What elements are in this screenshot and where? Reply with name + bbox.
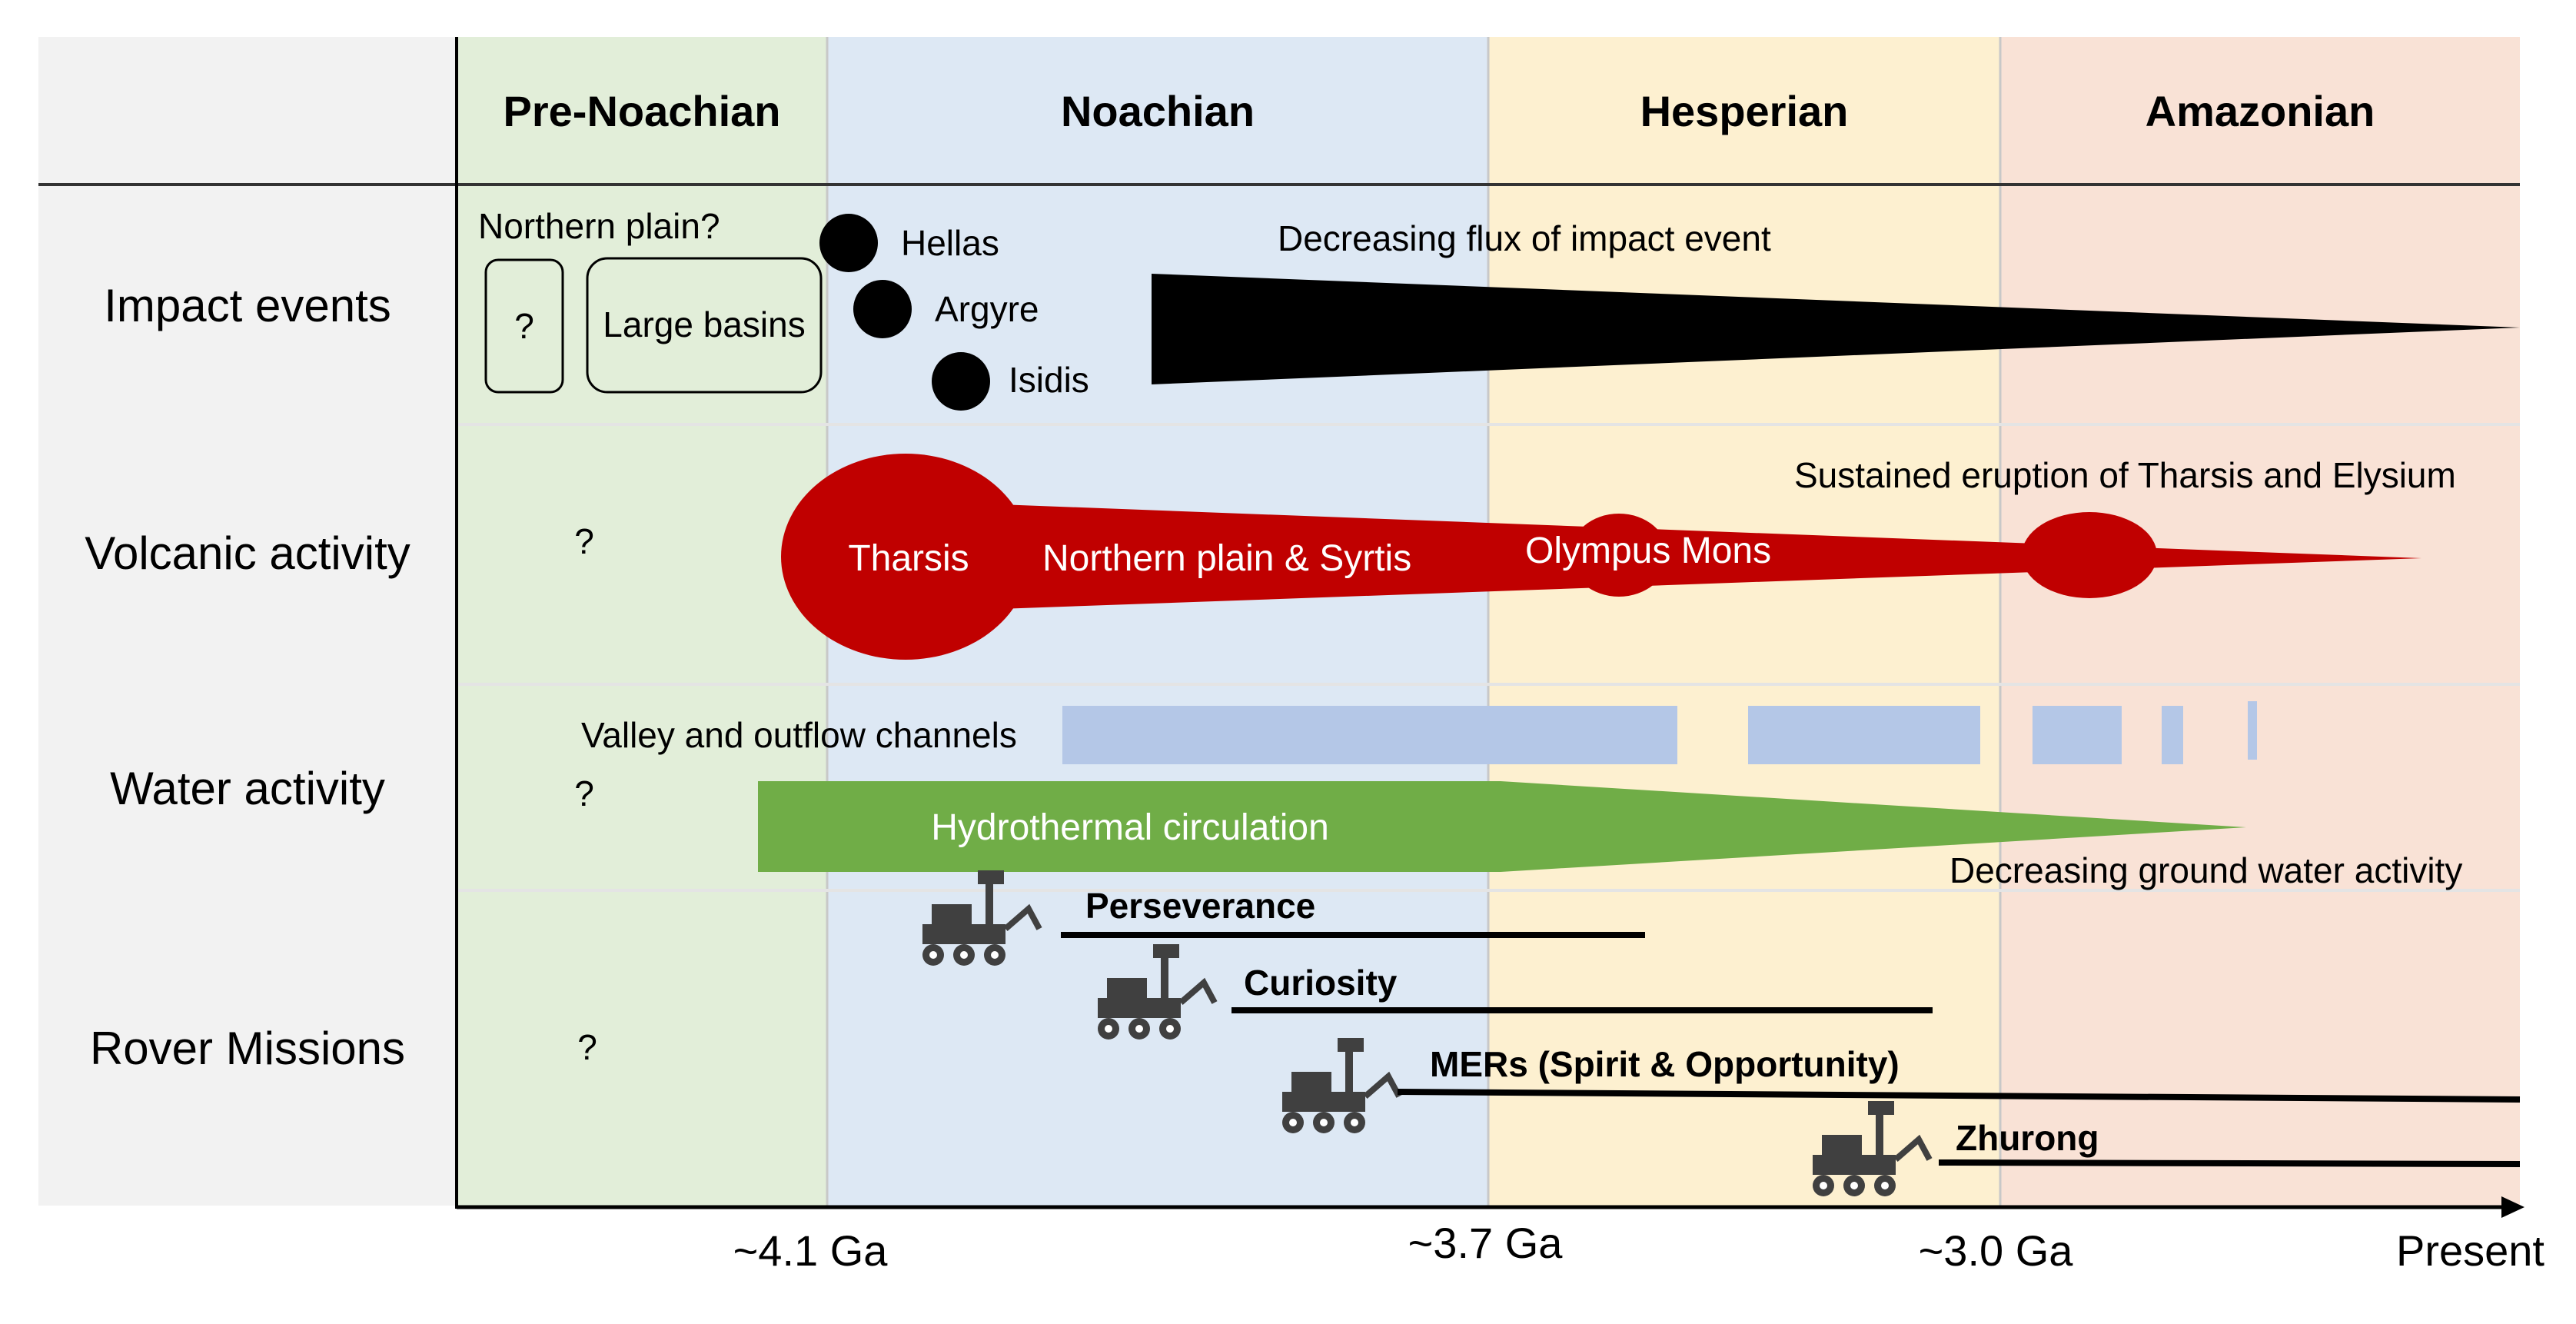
label-column-background: [38, 37, 457, 1206]
era-column-pre-noachian: [457, 37, 827, 1206]
large-basins-label: Large basins: [603, 304, 805, 344]
perseverance-label: Perseverance: [1085, 886, 1315, 926]
impact-flux-wedge: [1152, 274, 2520, 384]
channels-label: Valley and outflow channels: [581, 715, 1017, 755]
row-label-rovers: Rover Missions: [90, 1023, 405, 1074]
era-column-amazonian: [2000, 37, 2520, 1206]
zhurong-timeline: [1938, 1159, 2521, 1167]
unknown-impact-mark: ?: [514, 306, 534, 346]
argyre-basin-marker: [853, 280, 912, 338]
axis-tick-4-1-ga: ~4.1 Ga: [733, 1226, 889, 1275]
argyre-label: Argyre: [935, 289, 1039, 329]
hydrothermal-wedge: [758, 781, 2246, 872]
tharsis-bulge: [781, 454, 1030, 660]
hellas-label: Hellas: [901, 223, 999, 263]
hellas-basin-marker: [819, 214, 878, 272]
row-label-water: Water activity: [110, 763, 385, 814]
hydrothermal-label: Hydrothermal circulation: [931, 807, 1329, 848]
sustained-eruption-label: Sustained eruption of Tharsis and Elysiu…: [1794, 455, 2456, 495]
channel-bar: [1062, 706, 1677, 764]
channel-bar: [2248, 701, 2257, 760]
volcanic-unknown-mark: ?: [574, 521, 594, 561]
axis-tick-3-0-ga: ~3.0 Ga: [1919, 1226, 2074, 1275]
volcanic-activity-wedge: [999, 504, 2421, 609]
zhurong-label: Zhurong: [1956, 1118, 2099, 1158]
northern-plain-label: Northern plain?: [478, 206, 720, 246]
era-label-pre-noachian: Pre-Noachian: [504, 87, 781, 135]
large-basins-box: [586, 257, 823, 394]
channel-bar: [2162, 706, 2183, 764]
elysium-bulge: [2022, 512, 2157, 598]
olympus-mons-bulge: [1570, 514, 1668, 597]
row-label-volcanic: Volcanic activity: [85, 527, 410, 579]
era-column-hesperian: [1488, 37, 2000, 1206]
era-label-amazonian: Amazonian: [2146, 87, 2375, 135]
mers-timeline: [1397, 1089, 2521, 1103]
curiosity-label: Curiosity: [1244, 963, 1398, 1003]
northern-plain-syrtis-label: Northern plain & Syrtis: [1042, 538, 1411, 579]
channel-bar: [1748, 706, 1980, 764]
isidis-basin-marker: [932, 352, 990, 411]
row-label-impact: Impact events: [104, 280, 391, 331]
axis-tick-present: Present: [2396, 1226, 2544, 1275]
rover-unknown-mark: ?: [577, 1027, 597, 1067]
era-label-hesperian: Hesperian: [1640, 87, 1849, 135]
impact-flux-label: Decreasing flux of impact event: [1278, 218, 1771, 258]
unknown-impact-box: [484, 258, 564, 394]
olympus-mons-label: Olympus Mons: [1525, 531, 1771, 571]
tharsis-label: Tharsis: [848, 538, 969, 579]
era-label-noachian: Noachian: [1061, 87, 1255, 135]
ground-water-label: Decreasing ground water activity: [1949, 850, 2462, 890]
time-axis-arrowhead: [2501, 1196, 2524, 1218]
water-unknown-mark: ?: [574, 773, 594, 813]
channel-bar: [2033, 706, 2122, 764]
axis-tick-3-7-ga: ~3.7 Ga: [1408, 1219, 1564, 1267]
isidis-label: Isidis: [1009, 360, 1089, 400]
mers-label: MERs (Spirit & Opportunity): [1430, 1044, 1900, 1084]
